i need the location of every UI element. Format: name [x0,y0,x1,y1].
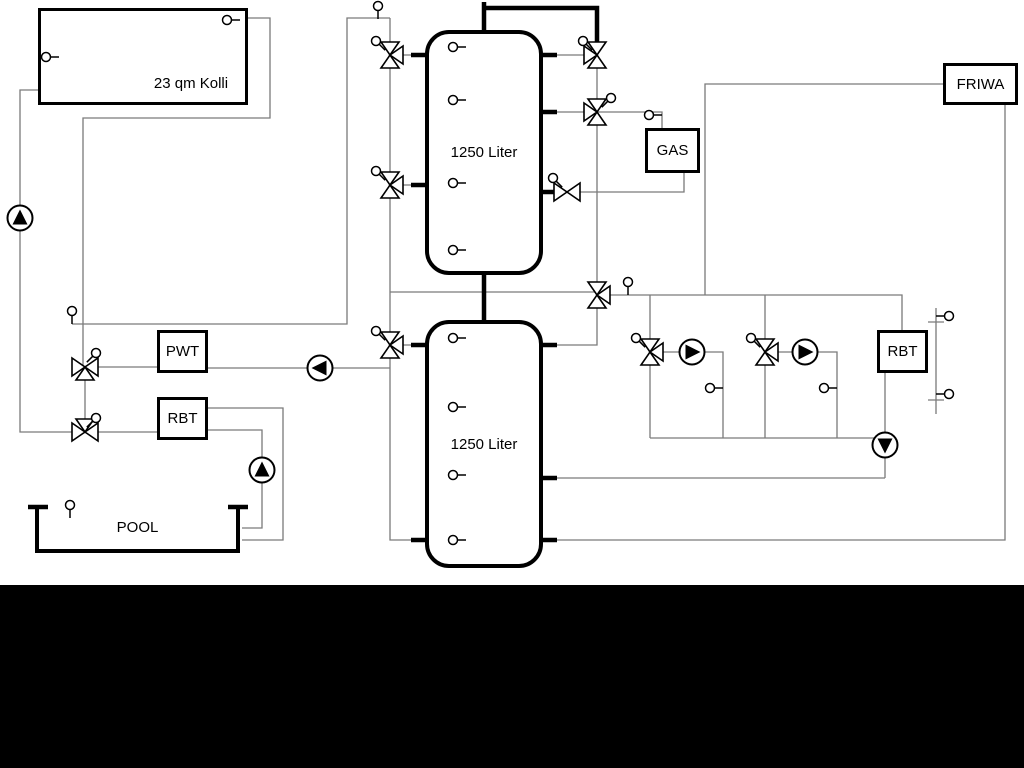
heating-circuits-pipe [557,294,944,479]
three-way-valve-icon [380,331,404,359]
buffer-tank-top-label: 1250 Liter [450,144,518,161]
valve-actuator-icon [575,33,597,55]
rbt-left-label: RBT [167,410,198,427]
boiler-circuit-pipe [557,10,685,346]
valve-actuator-icon [82,410,104,432]
three-way-valve-icon [380,171,404,199]
sensor-icon [935,310,955,322]
pool-label: POOL [116,518,159,536]
rbt-left-box: RBT [157,397,208,440]
valve-actuator-icon [368,163,390,185]
three-way-valve-icon [583,41,607,69]
three-way-valve-icon [71,418,99,442]
pwt-label: PWT [165,343,200,360]
two-way-valve-icon [553,182,581,202]
bottom-black-bar [0,585,1024,768]
three-way-valve-icon [640,338,664,366]
solar-collector-label: 23 qm Kolli [153,75,229,92]
pump-icon [678,338,706,366]
sensor-icon [66,305,78,325]
valve-actuator-icon [743,330,765,352]
sensor-icon [622,276,634,296]
valve-actuator-icon [545,170,567,192]
valve-actuator-icon [82,345,104,367]
sensor-icon [704,382,724,394]
rbt-right-label: RBT [887,343,918,360]
solar-collector-box: 23 qm Kolli [38,8,248,105]
sensor-icon [818,382,838,394]
three-way-valve-icon [380,41,404,69]
pool-basin: POOL [35,505,240,553]
friwa-station-label: FRIWA [956,75,1005,93]
pump-icon [871,431,899,459]
buffer-tank-top: 1250 Liter [425,30,543,275]
friwa-pipe [557,83,1006,541]
rbt-right-box: RBT [877,330,928,373]
three-way-valve-icon [755,338,779,366]
valve-actuator-icon [597,90,619,112]
gas-boiler-box: GAS [645,128,700,173]
friwa-station-box: FRIWA [943,63,1018,105]
pump-icon [791,338,819,366]
pump-icon [6,204,34,232]
valve-actuator-icon [368,323,390,345]
gas-boiler-label: GAS [656,142,689,159]
sensor-icon [372,0,384,20]
three-way-valve-icon [71,357,99,381]
valve-actuator-icon [368,33,390,55]
pump-icon [248,456,276,484]
sensor-icon [643,109,663,121]
pump-icon [306,354,334,382]
pwt-heat-exchanger-box: PWT [157,330,208,373]
valve-actuator-icon [628,330,650,352]
three-way-valve-icon [583,98,607,126]
sensor-icon [935,388,955,400]
buffer-tank-bottom-label: 1250 Liter [450,435,518,453]
buffer-tank-bottom: 1250 Liter [425,320,543,568]
three-way-valve-icon [587,281,611,309]
